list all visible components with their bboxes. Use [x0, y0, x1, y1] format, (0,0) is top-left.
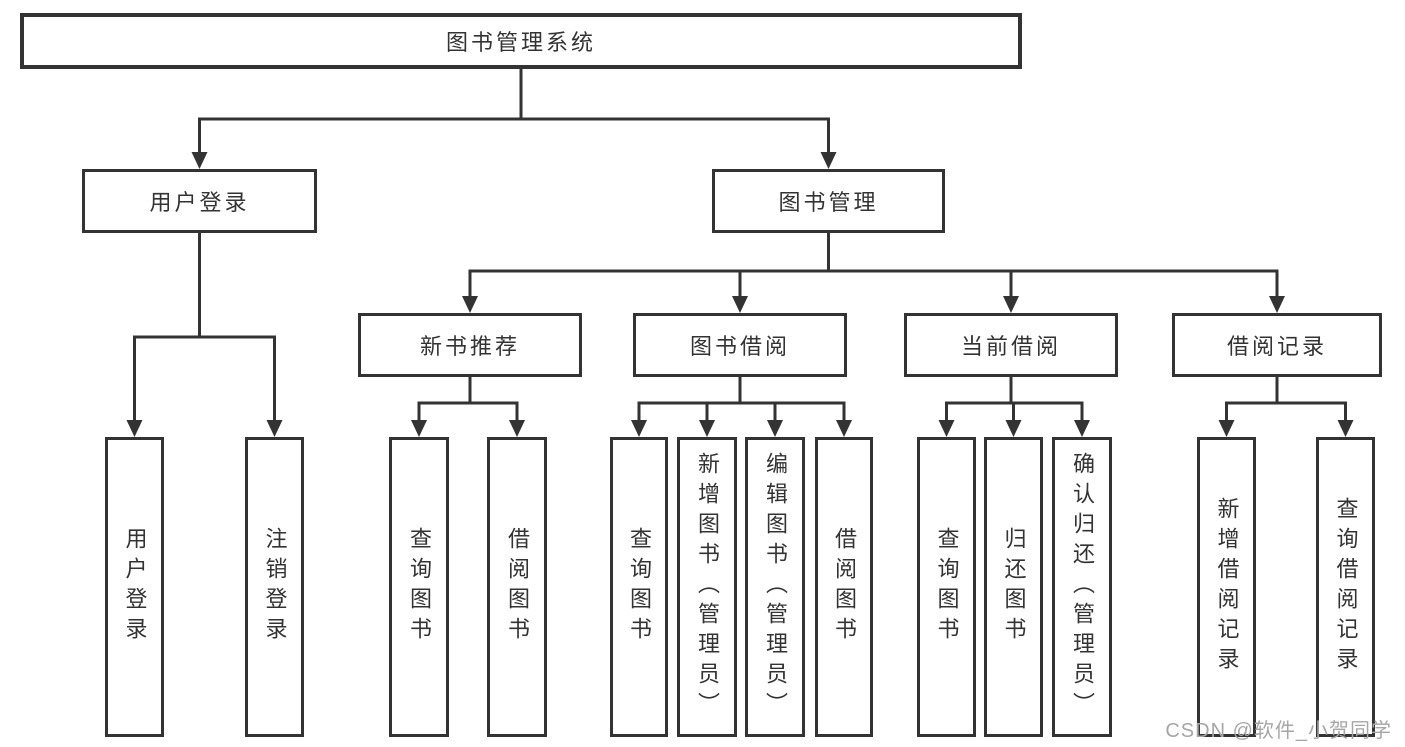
leaf-confirm-return-admin: 确认归还（管理员）	[1052, 437, 1112, 737]
connector-borrow-record-branch	[1225, 377, 1347, 422]
leaf-label: 归还图书	[1001, 527, 1027, 647]
node-library-management-system: 图书管理系统	[20, 13, 1022, 69]
node-label: 用户登录	[149, 190, 250, 215]
leaf-label: 查询图书	[407, 527, 432, 647]
leaf-query-borrow-record: 查询借阅记录	[1316, 437, 1375, 737]
leaf-user-login: 用户登录	[105, 437, 164, 737]
leaf-label: 用户登录	[122, 527, 148, 647]
leaf-label: 查询图书	[934, 527, 960, 647]
leaf-return-book: 归还图书	[984, 437, 1043, 737]
node-current-borrow: 当前借阅	[904, 313, 1118, 377]
leaf-label: 确认归还（管理员）	[1070, 452, 1095, 722]
node-label: 图书管理	[778, 190, 879, 215]
node-label: 新书推荐	[419, 334, 520, 359]
node-new-book-recommend: 新书推荐	[358, 313, 582, 377]
leaf-label: 借阅图书	[832, 527, 857, 647]
leaf-logout: 注销登录	[245, 437, 304, 737]
connector-book-borrow-branch	[637, 377, 846, 422]
connector-current-borrow-branch	[945, 377, 1084, 422]
leaf-query-book-1: 查询图书	[389, 437, 449, 737]
node-label: 当前借阅	[960, 334, 1061, 359]
connector-book-management-branch	[468, 233, 1279, 298]
node-label: 图书管理系统	[445, 30, 596, 55]
leaf-borrow-book-1: 借阅图书	[487, 437, 547, 737]
leaf-query-book-2: 查询图书	[610, 437, 668, 737]
node-borrow-record: 借阅记录	[1172, 313, 1382, 377]
node-book-borrow: 图书借阅	[633, 313, 847, 377]
leaf-add-borrow-record: 新增借阅记录	[1197, 437, 1256, 737]
leaf-edit-book-admin: 编辑图书（管理员）	[745, 437, 805, 737]
leaf-label: 查询图书	[627, 527, 652, 647]
connector-new-book-branch	[417, 377, 519, 422]
leaf-label: 借阅图书	[505, 527, 530, 647]
leaf-label: 新增借阅记录	[1214, 497, 1240, 677]
connector-user-login-branch	[133, 233, 276, 422]
node-label: 借阅记录	[1226, 334, 1327, 359]
leaf-label: 新增图书（管理员）	[695, 452, 720, 722]
leaf-add-book-admin: 新增图书（管理员）	[677, 437, 737, 737]
leaf-label: 注销登录	[262, 527, 288, 647]
leaf-borrow-book-2: 借阅图书	[815, 437, 873, 737]
connector-root-to-level1	[198, 69, 830, 154]
leaf-label: 编辑图书（管理员）	[763, 452, 788, 722]
watermark-text: CSDN @软件_小贺同学	[1165, 720, 1392, 742]
leaf-query-book-3: 查询图书	[917, 437, 976, 737]
node-label: 图书借阅	[689, 334, 790, 359]
node-book-management: 图书管理	[712, 169, 945, 233]
arrowheads	[126, 152, 1354, 437]
leaf-label: 查询借阅记录	[1333, 497, 1359, 677]
node-user-login: 用户登录	[82, 169, 317, 233]
